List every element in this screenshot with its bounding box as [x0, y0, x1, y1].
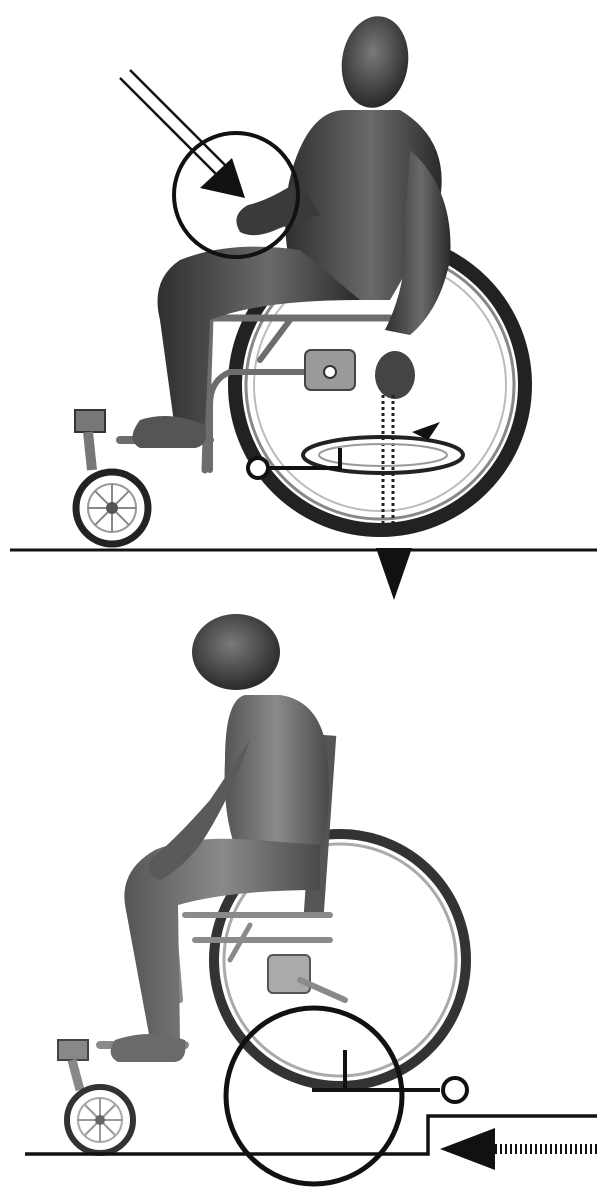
- downward-arrow: [376, 548, 412, 600]
- leftward-arrow: [440, 1128, 597, 1170]
- top-panel: [10, 12, 597, 600]
- person-top: [133, 12, 451, 448]
- bottom-panel: [25, 614, 597, 1184]
